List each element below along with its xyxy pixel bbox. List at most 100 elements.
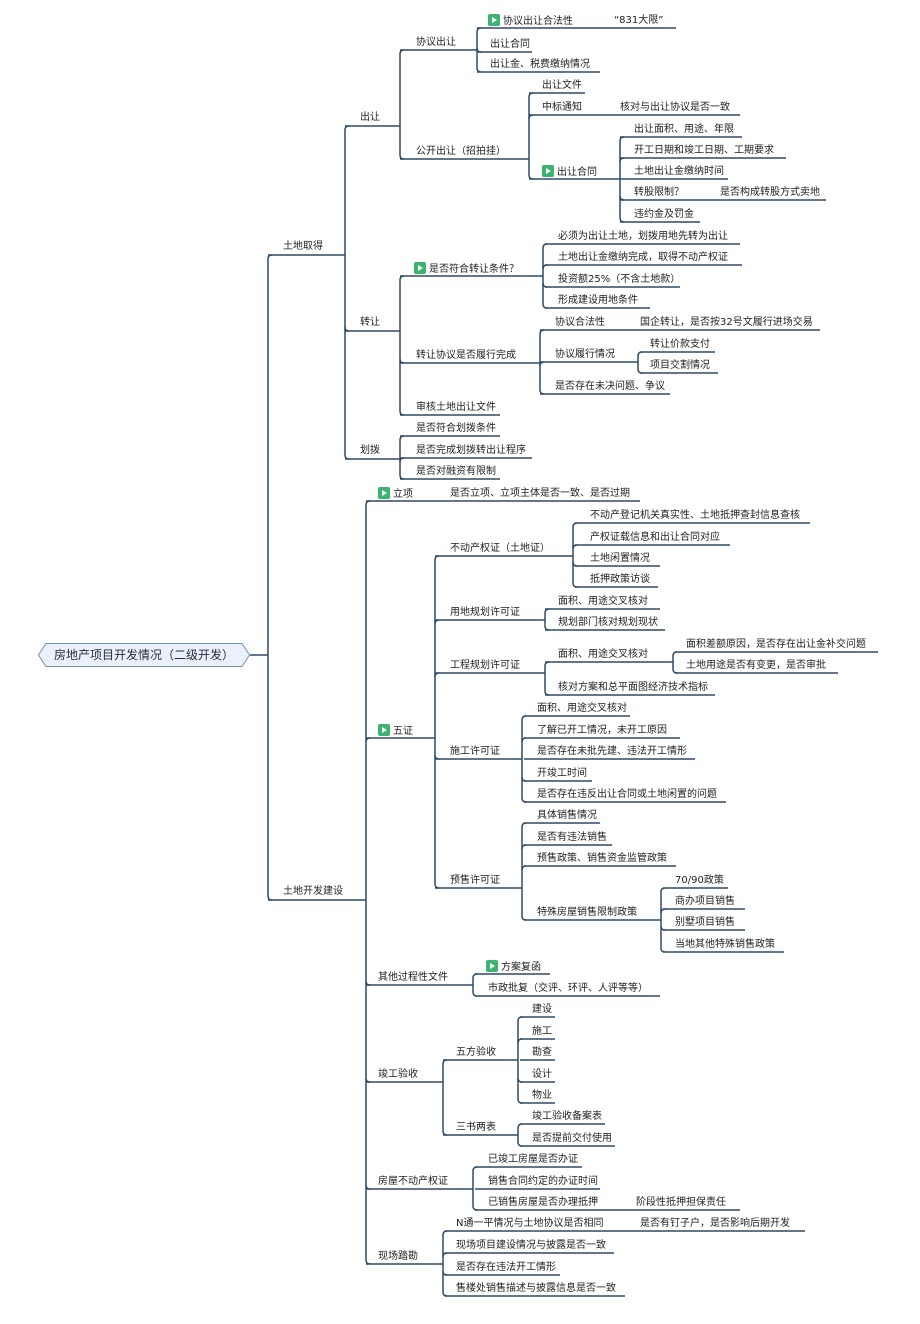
node-performance[interactable]: 转让协议是否履行完成 (416, 349, 516, 363)
node-construct-item[interactable]: 了解已开工情况，未开工原因 (537, 724, 667, 738)
node-special-item[interactable]: 别墅项目销售 (675, 916, 735, 930)
node-construct-item[interactable]: 面积、用途交叉核对 (537, 702, 627, 716)
node-property-item[interactable]: 抵押政策访谈 (590, 573, 650, 587)
node-engplan[interactable]: 工程规划许可证 (450, 659, 520, 673)
node-dev-label: 土地开发建设 (283, 886, 343, 897)
node-allocate-item[interactable]: 是否对融资有限制 (416, 465, 496, 479)
node-five-party-item[interactable]: 勘查 (532, 1046, 552, 1060)
node-public[interactable]: 公开出让（招拍挂） (416, 145, 506, 159)
node-three-two-item[interactable]: 是否提前交付使用 (532, 1132, 612, 1146)
node-831-note[interactable]: “831大限” (614, 14, 663, 28)
node-condition-item-label: 必须为出让土地，划拨用地先转为出让 (558, 231, 728, 242)
node-perf-status-item[interactable]: 转让价款支付 (650, 338, 710, 352)
node-property-item[interactable]: 土地闲置情况 (590, 552, 650, 566)
node-notice[interactable]: 中标通知 (542, 101, 582, 115)
node-special-item-label: 别墅项目销售 (675, 917, 735, 928)
node-construct[interactable]: 施工许可证 (450, 745, 500, 759)
node-penalty[interactable]: 违约金及罚金 (634, 208, 694, 222)
node-house-cert[interactable]: 房屋不动产权证 (378, 1175, 448, 1189)
node-perf-legality-note[interactable]: 国企转让，是否按32号文履行进场交易 (640, 316, 813, 330)
node-assign[interactable]: 转让 (360, 316, 380, 330)
node-perf-legality[interactable]: 协议合法性 (555, 316, 605, 330)
node-cert-item-label: 已竣工房屋是否办证 (488, 1154, 578, 1165)
node-special-item[interactable]: 70/90政策 (675, 874, 724, 888)
root-node[interactable]: 房地产项目开发情况（二级开发） (38, 643, 250, 667)
node-perf-status[interactable]: 协议履行情况 (555, 348, 615, 362)
node-five-party-item[interactable]: 施工 (532, 1025, 552, 1039)
node-perf-status-item[interactable]: 项目交割情况 (650, 359, 710, 373)
node-site-visit[interactable]: 现场踏勘 (378, 1250, 418, 1264)
node-property[interactable]: 不动产权证（土地证） (450, 542, 550, 556)
node-presale[interactable]: 预售许可证 (450, 874, 500, 888)
node-notice-note[interactable]: 核对与出让协议是否一致 (620, 101, 730, 115)
node-cert-item[interactable]: 已竣工房屋是否办证 (488, 1153, 578, 1167)
node-review[interactable]: 审核土地出让文件 (416, 401, 496, 415)
node-condition-item-label: 形成建设用地条件 (558, 295, 638, 306)
node-landplan[interactable]: 用地规划许可证 (450, 606, 520, 620)
node-contract-item[interactable]: 开工日期和竣工日期、工期要求 (634, 144, 774, 158)
node-three-two[interactable]: 三书两表 (456, 1121, 496, 1135)
node-transfer[interactable]: 出让 (360, 111, 380, 125)
node-site-item[interactable]: 现场项目建设情况与披露是否一致 (456, 1239, 606, 1253)
node-agreement-legality[interactable]: 协议出让合法性 (488, 14, 573, 29)
node-five-party-item[interactable]: 建设 (532, 1003, 552, 1017)
node-site-first[interactable]: N通一平情况与土地协议是否相同 (456, 1217, 603, 1231)
node-construct-item[interactable]: 是否存在违反出让合同或土地闲置的问题 (537, 788, 717, 802)
node-presale-item[interactable]: 具体销售情况 (537, 809, 597, 823)
node-agreement-contract[interactable]: 出让合同 (490, 38, 530, 52)
node-cert-mortgage-note[interactable]: 阶段性抵押担保责任 (636, 1196, 726, 1210)
node-equity-limit[interactable]: 转股限制？ (634, 186, 684, 200)
node-cert-item[interactable]: 销售合同约定的办证时间 (488, 1175, 598, 1189)
node-other-docs[interactable]: 其他过程性文件 (378, 971, 448, 985)
node-five-party-item[interactable]: 物业 (532, 1089, 552, 1103)
node-construct-item[interactable]: 是否存在未批先建、违法开工情形 (537, 745, 687, 759)
node-presale-item[interactable]: 是否有违法销售 (537, 831, 607, 845)
node-allocate[interactable]: 划拨 (360, 444, 380, 458)
node-condition-item[interactable]: 投资额25%（不含土地款） (558, 273, 680, 287)
node-land[interactable]: 土地取得 (283, 240, 323, 254)
node-equity-note[interactable]: 是否构成转股方式卖地 (720, 186, 820, 200)
node-contract-item[interactable]: 出让面积、用途、年限 (634, 123, 734, 137)
node-engplan-cross-item[interactable]: 土地用途是否有变更，是否审批 (686, 659, 826, 673)
node-project-note[interactable]: 是否立项、立项主体是否一致、是否过期 (450, 487, 630, 501)
node-perf-disputes[interactable]: 是否存在未决问题、争议 (555, 380, 665, 394)
node-special-item[interactable]: 当地其他特殊销售政策 (675, 938, 775, 952)
node-site-item[interactable]: 是否存在违法开工情形 (456, 1261, 556, 1275)
node-acceptance[interactable]: 竣工验收 (378, 1068, 418, 1082)
node-agreement[interactable]: 协议出让 (416, 36, 456, 50)
node-site-item[interactable]: 售楼处销售描述与披露信息是否一致 (456, 1282, 616, 1296)
node-conditions[interactable]: 是否符合转让条件？ (414, 262, 519, 277)
node-condition-item[interactable]: 土地出让金缴纳完成，取得不动产权证 (558, 251, 728, 265)
node-public-contract[interactable]: 出让合同 (542, 165, 597, 180)
node-five-party[interactable]: 五方验收 (456, 1046, 496, 1060)
node-public-docs[interactable]: 出让文件 (542, 79, 582, 93)
node-construct-item[interactable]: 开竣工时间 (537, 767, 587, 781)
node-landplan-item[interactable]: 规划部门核对规划现状 (558, 616, 658, 630)
node-engplan-check[interactable]: 核对方案和总平面图经济技术指标 (558, 681, 708, 695)
node-special-item[interactable]: 商办项目销售 (675, 895, 735, 909)
node-plan-reply[interactable]: 方案复函 (486, 960, 541, 975)
node-engplan-cross-item[interactable]: 面积差额原因，是否存在出让金补交问题 (686, 638, 866, 652)
node-engplan-cross[interactable]: 面积、用途交叉核对 (558, 648, 648, 662)
node-special-sales[interactable]: 特殊房屋销售限制政策 (537, 906, 637, 920)
node-five-certs-label: 五证 (393, 726, 413, 737)
node-five-party-item[interactable]: 设计 (532, 1068, 552, 1082)
node-condition-item[interactable]: 形成建设用地条件 (558, 294, 638, 308)
node-three-two-item[interactable]: 竣工验收备案表 (532, 1110, 602, 1124)
node-site-first-note[interactable]: 是否有钉子户，是否影响后期开发 (640, 1217, 790, 1231)
node-property-item[interactable]: 产权证载信息和出让合同对应 (590, 531, 720, 545)
node-allocate-item[interactable]: 是否符合划拨条件 (416, 422, 496, 436)
node-contract-item[interactable]: 土地出让金缴纳时间 (634, 165, 724, 179)
node-municipal[interactable]: 市政批复（交评、环评、人评等等） (488, 982, 648, 996)
node-landplan-item[interactable]: 面积、用途交叉核对 (558, 595, 648, 609)
node-project[interactable]: 立项 (378, 487, 413, 502)
node-presale-item[interactable]: 预售政策、销售资金监管政策 (537, 852, 667, 866)
node-five-party-item-label: 施工 (532, 1026, 552, 1037)
node-allocate-item[interactable]: 是否完成划拨转出让程序 (416, 444, 526, 458)
node-property-item[interactable]: 不动产登记机关真实性、土地抵押查封信息查核 (590, 509, 800, 523)
node-condition-item[interactable]: 必须为出让土地，划拨用地先转为出让 (558, 230, 728, 244)
node-five-certs[interactable]: 五证 (378, 724, 413, 739)
node-cert-mortgage[interactable]: 已销售房屋是否办理抵押 (488, 1196, 598, 1210)
node-dev[interactable]: 土地开发建设 (283, 885, 343, 899)
node-agreement-fees[interactable]: 出让金、税费缴纳情况 (490, 58, 590, 72)
